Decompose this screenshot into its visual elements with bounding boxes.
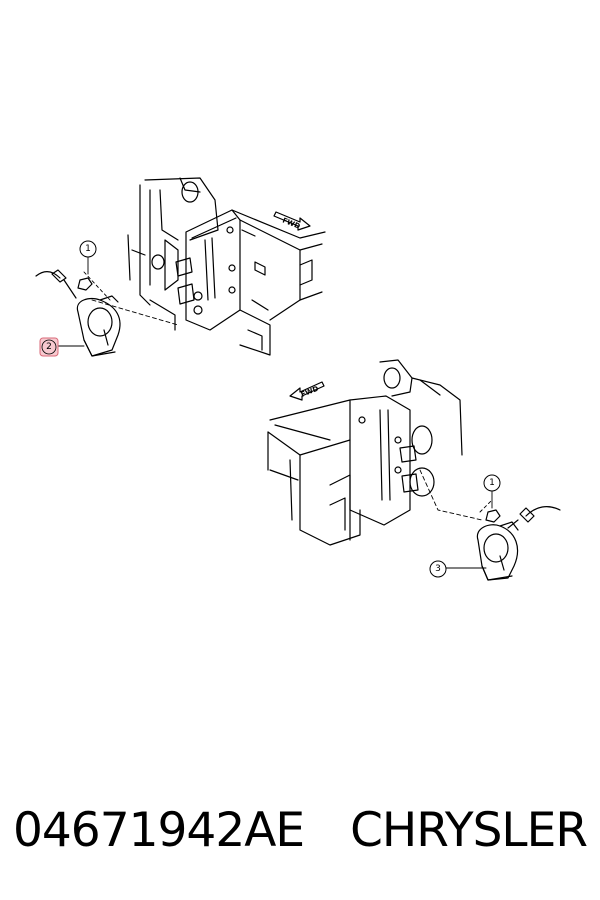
callout-3-label: 3	[435, 564, 441, 574]
callout-2: 2	[39, 337, 59, 357]
callout-2-label: 2	[46, 342, 52, 352]
callout-1-upper-label: 1	[85, 244, 91, 254]
upper-frame-assembly	[83, 177, 326, 356]
callout-3: 3	[429, 560, 447, 578]
fwd-label-lower: FWD	[300, 385, 320, 399]
brand-name: CHRYSLER	[350, 802, 588, 858]
fwd-label-upper: FWD	[281, 216, 301, 230]
horn-right	[476, 506, 561, 581]
callout-1-lower: 1	[483, 474, 501, 492]
lower-frame-assembly	[267, 359, 493, 546]
callout-1-upper: 1	[79, 240, 97, 258]
caption: 04671942AE CHRYSLER	[0, 790, 600, 870]
horn-left	[35, 269, 121, 357]
callout-1-lower-label: 1	[489, 478, 495, 488]
part-number: 04671942AE	[13, 802, 305, 858]
